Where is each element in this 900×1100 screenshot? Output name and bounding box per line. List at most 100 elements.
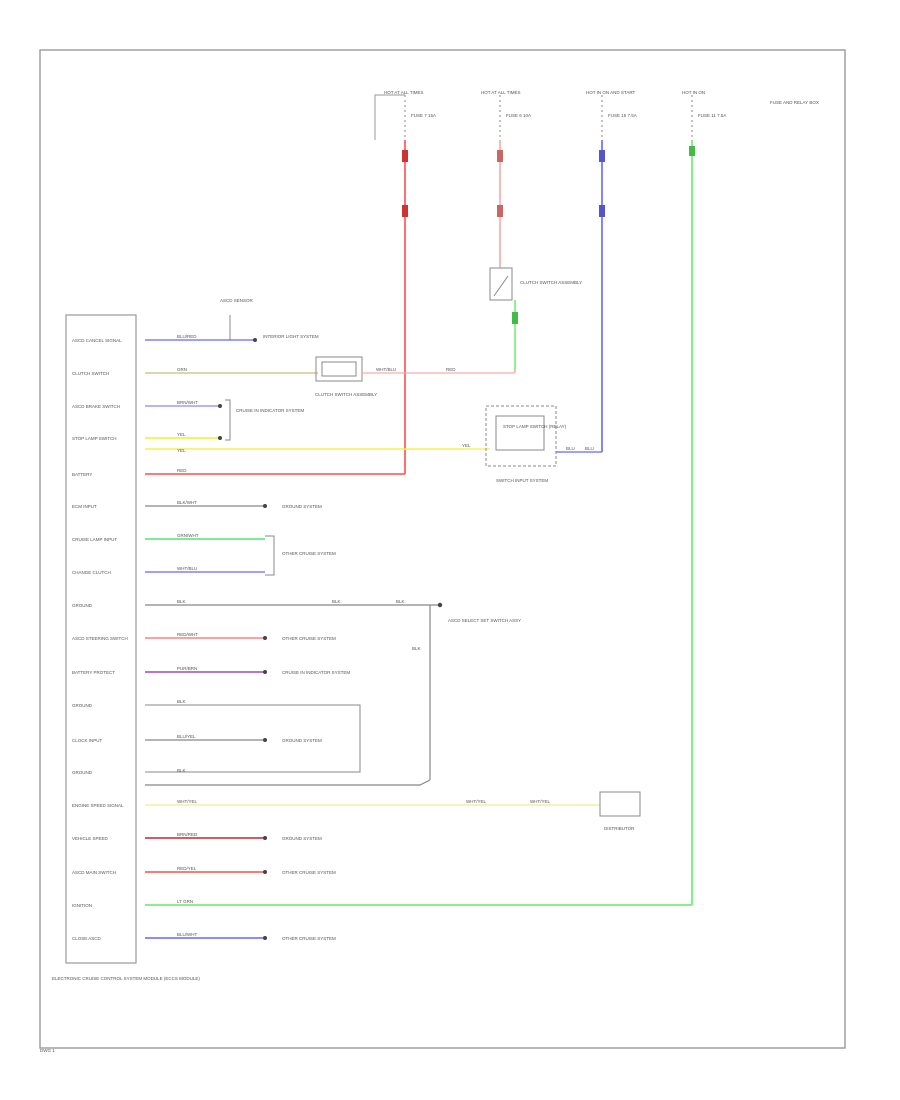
wire-row-2: GRN WHT/BLU RED CLUTCH SWITCH ASSEMBLY — [145, 356, 516, 397]
wire-w19: BLU/WHT — [177, 932, 198, 937]
wire-w9: BLK — [177, 599, 186, 604]
pin-labels: ASCD CANCEL SIGNAL CLUTCH SWITCH ASCD BRAK… — [72, 338, 128, 941]
page-border — [39, 49, 846, 1049]
right-label-11: CRUISE IN INDICATOR SYSTEM — [282, 670, 350, 675]
pin-label: CRUISE LAMP INPUT — [72, 537, 117, 542]
green-feed-wire — [689, 140, 695, 905]
pin-label: CLUTCH SWITCH — [72, 371, 109, 376]
wire-stop-blu: BLU — [566, 446, 575, 451]
wire-row-18: LT GRN — [145, 899, 692, 906]
wire-w18: LT GRN — [177, 899, 193, 904]
wire-sw-out2: RED — [446, 367, 456, 372]
wire-stop-blu2: BLU — [585, 446, 594, 451]
wire-w4b: YEL — [177, 448, 186, 453]
fuse-label-4: FUSE 11 7.5A — [698, 113, 726, 118]
fuse-header-4: HOT IN ON — [682, 90, 705, 95]
fuse-block: HOT AT ALL TIMES HOT AT ALL TIMES HOT IN… — [374, 90, 819, 140]
red-switch-wire — [497, 140, 503, 268]
pin-label: CHANGE CLUTCH — [72, 570, 111, 575]
right-label-1: INTERIOR LIGHT SYSTEM — [263, 334, 319, 339]
pin-label: GROUND — [72, 770, 93, 775]
wire-grnd-a: BLK — [332, 599, 341, 604]
pin-label: ECM INPUT — [72, 504, 97, 509]
pin-label: GROUND — [72, 603, 93, 608]
wire-w11: PUR/BRN — [177, 666, 197, 671]
stop-module-label: STOP LAMP SWITCH (RELAY) — [503, 424, 567, 429]
footer-label: DWG 1 — [40, 1048, 55, 1053]
pin-label: ASCD BRAKE SWITCH — [72, 404, 120, 409]
pin-label: ENGINE SPEED SIGNAL — [72, 803, 124, 808]
pin-label: CLOSE ASCD — [72, 936, 102, 941]
clutch-box-label: CLUTCH SWITCH ASSEMBLY — [520, 280, 582, 285]
pin-label: IGNITION — [72, 903, 92, 908]
clutch-label: CLUTCH SWITCH ASSEMBLY — [315, 392, 377, 397]
wire-row-3: BRN/WHT CRUISE IN INDICATOR SYSTEM — [145, 399, 304, 441]
wire-w12: BLK — [177, 699, 186, 704]
pin-label: ASCD STEERING SWITCH — [72, 636, 128, 641]
blue-feed-wire — [599, 140, 605, 452]
right-label-6: GROUND SYSTEM — [282, 504, 322, 509]
fuse-header-2: HOT AT ALL TIMES — [481, 90, 521, 95]
pin-label: VEHICLE SPEED — [72, 836, 109, 841]
wire-row-12: BLK BLU/YEL BLK GROUND SYSTEM — [145, 699, 361, 773]
pin-label: CLOCK INPUT — [72, 738, 103, 743]
wire-w14: BLK — [177, 768, 186, 773]
fuse-panel-label: FUSE AND RELAY BOX — [770, 100, 819, 105]
wire-stop-yel: YEL — [462, 443, 471, 448]
pin-label: GROUND — [72, 703, 93, 708]
wire-row-10: RED/WHT OTHER CRUISE SYSTEM — [145, 632, 336, 641]
clutch-component — [315, 356, 363, 382]
wire-row-17: RED/YEL OTHER CRUISE SYSTEM — [145, 866, 336, 875]
right-label-17: OTHER CRUISE SYSTEM — [282, 870, 336, 875]
right-label-16: GROUND SYSTEM — [282, 836, 322, 841]
right-label-19: OTHER CRUISE SYSTEM — [282, 936, 336, 941]
wire-w5: RED — [177, 468, 187, 473]
distributor-component — [599, 791, 641, 817]
fuse-label-2: FUSE 6 10A — [506, 113, 531, 118]
wire-w8: WHT/BLU — [177, 566, 197, 571]
pin-label: ASCD CANCEL SIGNAL — [72, 338, 122, 343]
wire-w4: YEL — [177, 432, 186, 437]
wire-row-6: BLK/WHT GROUND SYSTEM — [145, 500, 322, 509]
wire-speed-a: WHT/YEL — [466, 799, 486, 804]
pin-label: STOP LAMP SWITCH — [72, 436, 117, 441]
right-label-13: GROUND SYSTEM — [282, 738, 322, 743]
pin-label: ASCD MAIN SWITCH — [72, 870, 116, 875]
wire-grnd-vert: BLK — [412, 646, 421, 651]
pin-label: BATTERY — [72, 472, 92, 477]
wire-w2: GRN — [177, 367, 187, 372]
wire-w16: BRN/RED — [177, 832, 198, 837]
wire-row-1: ASCD SENSOR BLU/RED INTERIOR LIGHT SYSTE… — [145, 298, 319, 342]
wire-row-9: BLK BLK BLK BLK ASCD SELECT SET SWITCH A… — [145, 599, 521, 786]
wire-w10: RED/WHT — [177, 632, 198, 637]
wire-w7: GRN/WHT — [177, 533, 199, 538]
wire-row-7: GRN/WHT WHT/BLU OTHER CRUISE SYSTEM — [145, 533, 336, 576]
wire-speed-b: WHT/YEL — [530, 799, 550, 804]
wire-row-15: WHT/YEL WHT/YEL WHT/YEL DISTRIBUTOR — [145, 791, 641, 831]
wire-sw-out: WHT/BLU — [376, 367, 396, 372]
wire-w15: WHT/YEL — [177, 799, 197, 804]
wire-w13: BLU/YEL — [177, 734, 196, 739]
right-label-9: ASCD SELECT SET SWITCH ASSY — [448, 618, 521, 623]
wire-row-19: BLU/WHT OTHER CRUISE SYSTEM — [145, 932, 336, 941]
stop-module-sub: SWITCH INPUT SYSTEM — [496, 478, 548, 483]
red-feed-wire — [145, 140, 408, 475]
wire-row-16: BRN/RED GROUND SYSTEM — [145, 832, 322, 841]
fuse-label-3: FUSE 15 7.5A — [608, 113, 637, 118]
fuse-header-1: HOT AT ALL TIMES — [384, 90, 424, 95]
wire-row-4: YEL YEL YEL BLU BLU STOP LAMP SWITCH (RE… — [145, 405, 602, 483]
fuse-header-3: HOT IN ON AND START — [586, 90, 636, 95]
wire-w3: BRN/WHT — [177, 400, 198, 405]
wire-w6: BLK/WHT — [177, 500, 197, 505]
wire-w1: BLU/RED — [177, 334, 197, 339]
right-brake-label: CRUISE IN INDICATOR SYSTEM — [236, 408, 304, 413]
distributor-label: DISTRIBUTOR — [604, 826, 635, 831]
wire-row-11: PUR/BRN CRUISE IN INDICATOR SYSTEM — [145, 666, 350, 675]
fuse-label-1: FUSE 7 15A — [411, 113, 436, 118]
right-label-10: OTHER CRUISE SYSTEM — [282, 636, 336, 641]
wire-w17: RED/YEL — [177, 866, 197, 871]
eccs-module — [65, 314, 137, 964]
clutch-switch-assembly: CLUTCH SWITCH ASSEMBLY — [489, 267, 582, 372]
pin-label: BATTERY PROTECT — [72, 670, 115, 675]
